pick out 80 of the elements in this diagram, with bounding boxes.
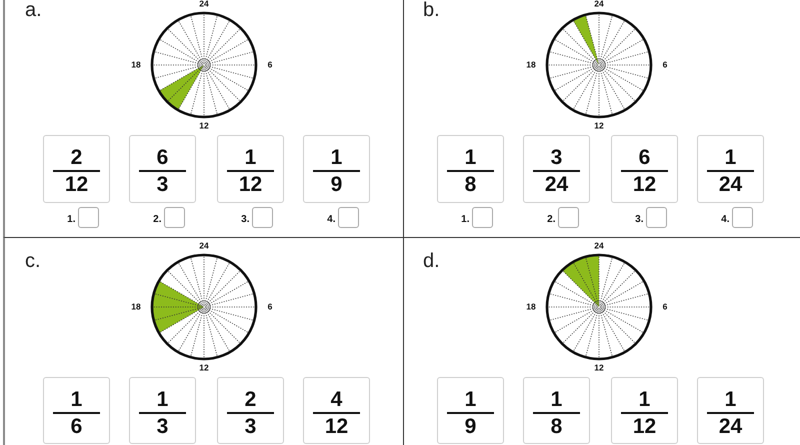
question-label: d. xyxy=(423,251,440,271)
fraction-circle xyxy=(543,251,655,363)
fraction-card xyxy=(437,377,504,444)
fraction-circle xyxy=(148,9,260,121)
numerator: 2 xyxy=(70,147,82,168)
question-number: 2. xyxy=(153,214,162,225)
fraction-card xyxy=(43,135,110,203)
denominator: 9 xyxy=(330,174,342,195)
denominator: 12 xyxy=(632,174,656,195)
denominator: 12 xyxy=(632,416,656,437)
scale-number: 12 xyxy=(594,364,604,372)
fraction-card xyxy=(697,377,764,444)
question-label: a. xyxy=(25,0,42,20)
scale-number: 24 xyxy=(594,0,604,8)
numerator: 1 xyxy=(724,389,736,410)
fraction-card xyxy=(43,377,110,444)
scale-number: 6 xyxy=(268,302,272,312)
denominator: 3 xyxy=(244,416,256,437)
denominator: 3 xyxy=(156,174,168,195)
numerator: 1 xyxy=(244,147,256,168)
question-number: 4. xyxy=(721,214,730,225)
denominator: 6 xyxy=(70,416,82,437)
numerator: 1 xyxy=(550,389,562,410)
question-number: 3. xyxy=(241,214,250,225)
fraction-card xyxy=(217,377,284,444)
fraction-card xyxy=(523,377,590,444)
fraction-circle xyxy=(543,9,655,121)
denominator: 12 xyxy=(64,174,88,195)
fraction-card xyxy=(303,135,370,203)
scale-number: 12 xyxy=(594,122,604,130)
denominator: 24 xyxy=(718,416,742,437)
denominator: 24 xyxy=(718,174,742,195)
question-number: 1. xyxy=(461,214,470,225)
fraction-card xyxy=(611,135,678,203)
numerator: 2 xyxy=(244,389,256,410)
numerator: 6 xyxy=(638,147,650,168)
fraction-card xyxy=(611,377,678,444)
numerator: 1 xyxy=(724,147,736,168)
fraction-card xyxy=(129,135,196,203)
numerator: 1 xyxy=(638,389,650,410)
scale-number: 18 xyxy=(131,60,141,70)
denominator: 9 xyxy=(464,416,476,437)
scale-number: 12 xyxy=(199,364,209,372)
scale-number: 18 xyxy=(526,60,536,70)
fraction-circle xyxy=(148,251,260,363)
numerator: 1 xyxy=(156,389,168,410)
fraction-card xyxy=(437,135,504,203)
denominator: 12 xyxy=(324,416,348,437)
numerator: 1 xyxy=(464,389,476,410)
question-label: b. xyxy=(423,0,440,20)
question-number: 3. xyxy=(635,214,644,225)
numerator: 1 xyxy=(330,147,342,168)
fraction-card xyxy=(697,135,764,203)
numerator: 1 xyxy=(70,389,82,410)
numerator: 4 xyxy=(330,389,342,410)
denominator: 8 xyxy=(464,174,476,195)
scale-number: 18 xyxy=(131,302,141,312)
question-number: 4. xyxy=(327,214,336,225)
scale-number: 24 xyxy=(199,0,209,8)
scale-number: 6 xyxy=(662,60,668,70)
denominator: 12 xyxy=(238,174,262,195)
question-label: c. xyxy=(25,251,41,271)
scale-number: 6 xyxy=(268,60,272,70)
scale-number: 6 xyxy=(662,302,668,312)
denominator: 24 xyxy=(544,174,568,195)
scale-number: 24 xyxy=(594,242,604,250)
numerator: 6 xyxy=(156,147,168,168)
denominator: 3 xyxy=(156,416,168,437)
scale-number: 24 xyxy=(199,242,209,250)
denominator: 8 xyxy=(550,416,562,437)
fraction-card xyxy=(129,377,196,444)
scale-number: 18 xyxy=(526,302,536,312)
fraction-card xyxy=(217,135,284,203)
numerator: 3 xyxy=(550,147,562,168)
fraction-card xyxy=(303,377,370,444)
numerator: 1 xyxy=(464,147,476,168)
question-number: 2. xyxy=(547,214,556,225)
question-number: 1. xyxy=(67,214,76,225)
scale-number: 12 xyxy=(199,122,209,130)
fraction-card xyxy=(523,135,590,203)
